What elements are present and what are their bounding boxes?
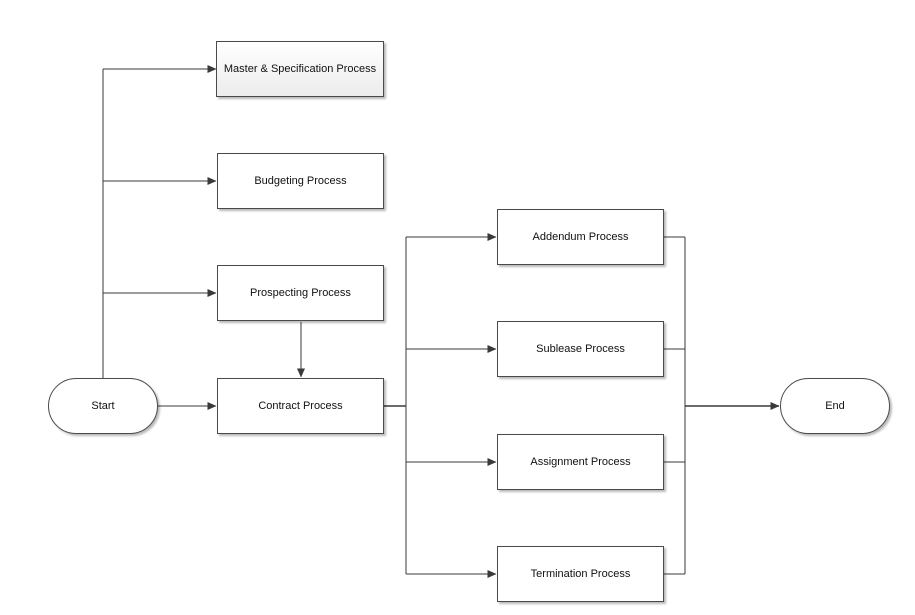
termination-process-box[interactable]: Termination Process [497,546,664,602]
contract-process-label: Contract Process [258,400,343,412]
sublease-process-label: Sublease Process [536,343,625,355]
sublease-process-box[interactable]: Sublease Process [497,321,664,377]
contract-process-box[interactable]: Contract Process [217,378,384,434]
assignment-process-box[interactable]: Assignment Process [497,434,664,490]
prospecting-process-box[interactable]: Prospecting Process [217,265,384,321]
prospecting-process-label: Prospecting Process [250,287,351,299]
master-specification-process-box[interactable]: Master & Specification Process [216,41,384,97]
budgeting-process-box[interactable]: Budgeting Process [217,153,384,209]
budgeting-process-label: Budgeting Process [254,175,347,187]
end-node[interactable]: End [780,378,890,434]
addendum-process-box[interactable]: Addendum Process [497,209,664,265]
termination-process-label: Termination Process [530,568,631,580]
start-label: Start [91,400,115,412]
master-specification-process-label: Master & Specification Process [223,63,377,75]
assignment-process-label: Assignment Process [530,456,631,468]
end-label: End [825,400,845,412]
addendum-process-label: Addendum Process [532,231,629,243]
start-node[interactable]: Start [48,378,158,434]
